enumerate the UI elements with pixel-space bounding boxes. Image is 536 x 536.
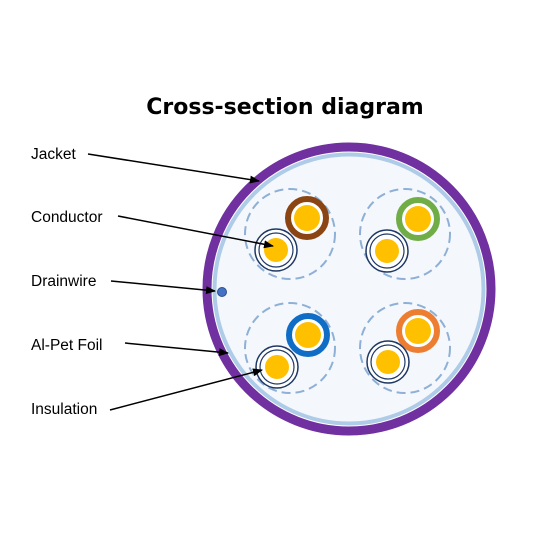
wire-orange (396, 309, 440, 353)
foil-shield-brown-pair (244, 188, 336, 280)
arrow-insulation (109, 368, 263, 411)
callout-arrows (87, 153, 274, 411)
wire-white-green (365, 229, 409, 273)
arrow-jacket (87, 153, 260, 184)
label-conductor: Conductor (31, 209, 103, 226)
arrow-conductor (117, 215, 274, 249)
foil-shield-orange-pair (359, 302, 451, 394)
drainwire-dot (217, 287, 227, 297)
label-al-pet-foil: Al-Pet Foil (31, 337, 103, 354)
arrow-drainwire (110, 280, 216, 295)
label-insulation: Insulation (31, 401, 97, 418)
arrow-al-pet-foil (124, 342, 229, 357)
white-wires (254, 228, 410, 389)
label-drainwire: Drainwire (31, 273, 96, 290)
diagram-title: Cross-section diagram (146, 95, 423, 120)
wire-white-blue (255, 345, 299, 389)
wire-blue (286, 313, 330, 357)
colored-wires (285, 196, 440, 357)
foil-shield-green-pair (359, 188, 451, 280)
foil-shield-blue-pair (244, 302, 336, 394)
label-jacket: Jacket (31, 146, 76, 163)
foil-shields (244, 188, 451, 394)
cable (202, 142, 496, 436)
wire-green (396, 197, 440, 241)
wire-brown (285, 196, 329, 240)
wire-white-orange (366, 340, 410, 384)
wire-white-brown (254, 228, 298, 272)
